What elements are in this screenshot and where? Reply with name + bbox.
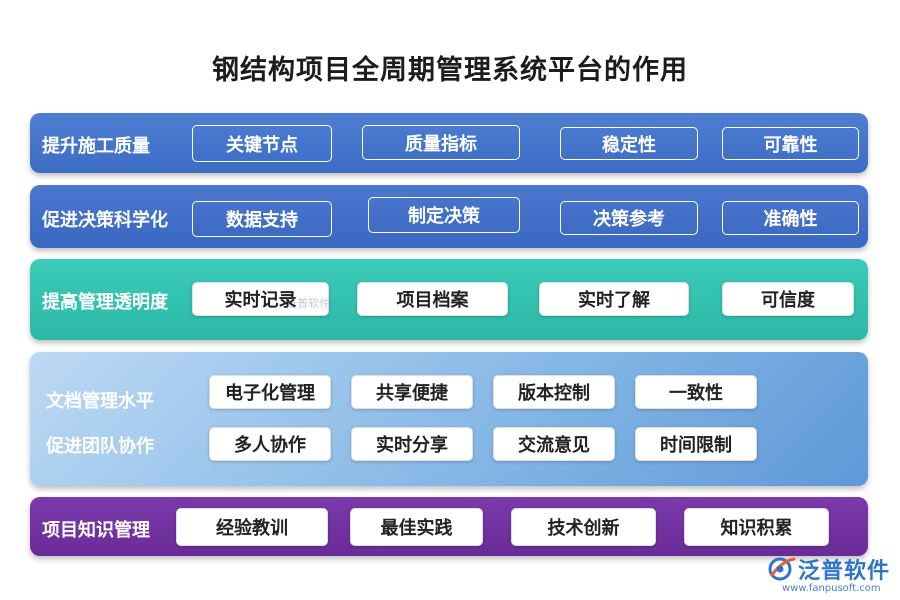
logo-url: www.fanpusoft.com [782,583,881,594]
page-title: 钢结构项目全周期管理系统平台的作用 [212,55,688,86]
chip-realtime-share: 实时分享 [351,427,473,461]
chip-time-limit: 时间限制 [635,427,757,461]
chip-consistency: 一致性 [635,375,757,409]
chip-quality-indicators: 质量指标 [362,125,520,160]
band-knowledge-management: 项目知识管理 经验教训 最佳实践 技术创新 知识积累 [30,497,868,556]
chip-make-decision: 制定决策 [368,197,520,233]
band-management-transparency: 提高管理透明度 实时记录 项目档案 实时了解 可信度 [30,259,868,340]
fanpu-logo: 泛普软件 www.fanpusoft.com [768,553,893,597]
chip-best-practice: 最佳实践 [350,508,483,546]
chip-version-control: 版本控制 [493,375,615,409]
chip-key-nodes: 关键节点 [192,125,332,162]
chip-credibility: 可信度 [722,282,854,316]
fanpu-logo-icon [768,557,796,581]
chip-realtime-record: 实时记录 [192,282,329,316]
chip-easy-sharing: 共享便捷 [351,375,473,409]
logo-text: 泛普软件 [798,559,891,584]
band-label: 提高管理透明度 [42,292,168,313]
chip-data-support: 数据支持 [192,201,332,237]
chip-decision-reference: 决策参考 [560,201,698,235]
chip-electronic-management: 电子化管理 [209,375,331,409]
band-document-collaboration: 文档管理水平 促进团队协作 电子化管理 共享便捷 版本控制 一致性 多人协作 实… [30,352,868,486]
band-label-collaboration: 促进团队协作 [46,436,154,457]
chip-exchange-opinions: 交流意见 [493,427,615,461]
chip-accuracy: 准确性 [722,201,859,235]
band-construction-quality: 提升施工质量 关键节点 质量指标 稳定性 可靠性 [30,113,868,173]
band-label: 促进决策科学化 [42,210,168,231]
chip-tech-innovation: 技术创新 [511,508,656,546]
chip-knowledge-accumulation: 知识积累 [684,508,829,546]
band-scientific-decision: 促进决策科学化 数据支持 制定决策 决策参考 准确性 [30,185,868,248]
band-label: 提升施工质量 [42,136,150,157]
chip-lessons-learned: 经验教训 [176,508,328,546]
band-label: 项目知识管理 [42,520,150,541]
chip-stability: 稳定性 [560,127,698,160]
band-label-document: 文档管理水平 [46,391,154,412]
chip-project-archive: 项目档案 [357,282,508,316]
chip-multi-person-collab: 多人协作 [209,427,331,461]
watermark-text: 泛普软件 [286,297,330,310]
chip-realtime-understand: 实时了解 [539,282,689,316]
chip-reliability: 可靠性 [722,127,859,160]
